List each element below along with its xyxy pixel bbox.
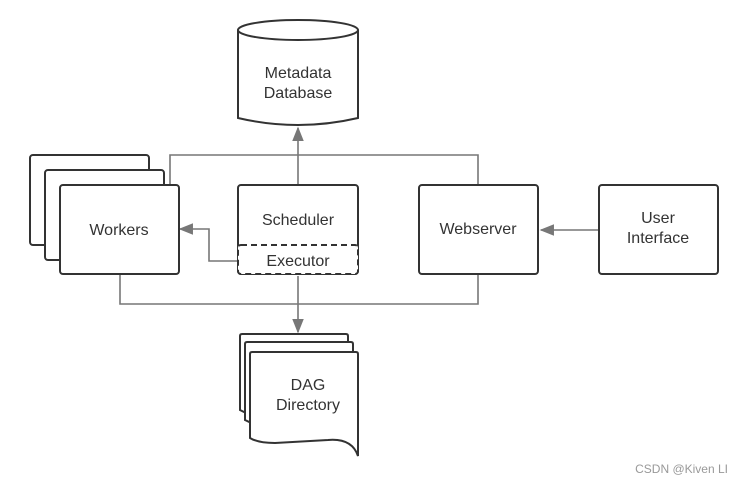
webserver-node: Webserver (418, 184, 539, 275)
scheduler-node: Scheduler Executor (237, 184, 359, 275)
database-label-line2: Database (264, 85, 333, 102)
connectors (119, 126, 598, 334)
workers-label: Workers (89, 222, 148, 239)
workers-stack-front (59, 184, 180, 275)
dag-directory-node: DAG Directory (239, 333, 359, 457)
workers-node: Workers (29, 154, 180, 275)
dag-doc-front (249, 351, 359, 457)
dag-directory-label-line1: DAG (291, 377, 326, 394)
database-cylinder-shape (237, 30, 359, 126)
database-label-line1: Metadata (265, 65, 332, 82)
executor-label: Executor (266, 253, 330, 270)
metadata-database-node: Metadata Database (237, 19, 359, 126)
connector-executor-to-workers (178, 223, 238, 262)
scheduler-label: Scheduler (262, 212, 335, 229)
user-interface-node: User Interface (598, 184, 719, 275)
database-cylinder-top (237, 19, 359, 41)
connector-top-bus (169, 154, 479, 185)
user-interface-label-line1: User (641, 210, 675, 227)
watermark-text: CSDN @Kiven LI (635, 462, 728, 476)
connector-bottom-bus (119, 274, 479, 305)
user-interface-box (598, 184, 719, 275)
executor-box (237, 244, 359, 275)
webserver-box (418, 184, 539, 275)
dag-directory-label-line2: Directory (276, 397, 340, 414)
webserver-label: Webserver (439, 221, 517, 238)
user-interface-label-line2: Interface (627, 230, 689, 247)
